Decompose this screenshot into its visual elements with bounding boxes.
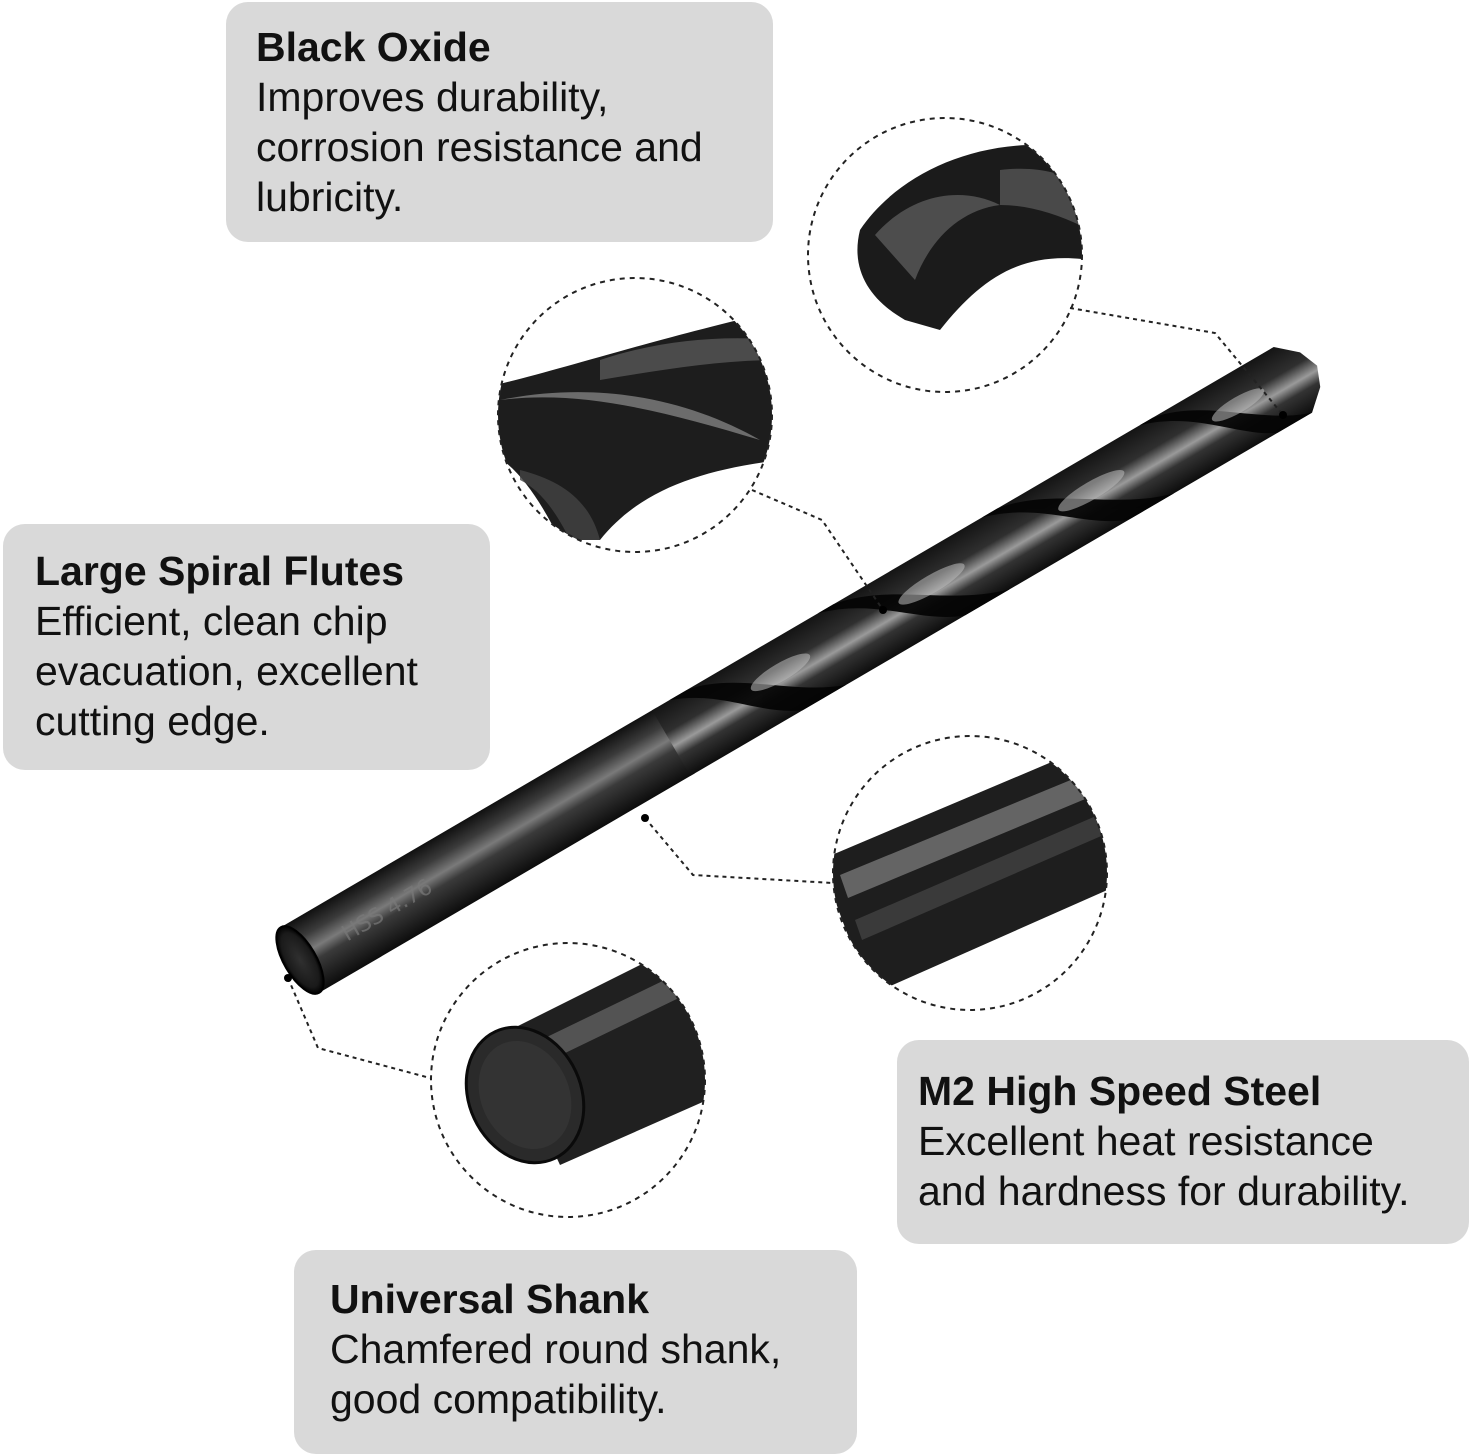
callout-spiral-flutes: Large Spiral Flutes Efficient, clean chi…: [3, 524, 490, 770]
callout-description: Chamfered round shank, good compatibilit…: [330, 1326, 782, 1422]
leader-lines: [287, 307, 1284, 1079]
leader-line-steel: [644, 817, 834, 884]
flute-highlights: [750, 388, 1265, 692]
callout-description: Efficient, clean chip evacuation, excell…: [35, 598, 418, 744]
callout-description: Improves durability, corrosion resistanc…: [256, 74, 703, 220]
leader-line-flutes: [751, 489, 884, 611]
callout-title: M2 High Speed Steel: [918, 1068, 1322, 1114]
callout-title: Black Oxide: [256, 24, 491, 70]
leader-dots: [284, 411, 1287, 982]
drill-shank: [280, 707, 695, 993]
zoom-circle-shank: [430, 942, 706, 1218]
callout-title: Universal Shank: [330, 1276, 650, 1322]
zoom-circle-steel: [832, 735, 1108, 1011]
callout-high-speed-steel: M2 High Speed Steel Excellent heat resis…: [897, 1040, 1469, 1244]
drill-flutes: [652, 346, 1321, 776]
callout-title: Large Spiral Flutes: [35, 548, 405, 594]
callout-description: Excellent heat resistance and hardness f…: [918, 1118, 1410, 1214]
leader-line-shank: [287, 977, 431, 1079]
drill-bit: HSS 4.76: [275, 346, 1321, 995]
callout-black-oxide: Black Oxide Improves durability, corrosi…: [226, 2, 773, 242]
leader-line-tip: [1069, 307, 1284, 416]
shank-end-face: [275, 925, 325, 995]
zoom-circle-flutes: [497, 277, 773, 553]
callout-universal-shank: Universal Shank Chamfered round shank, g…: [294, 1250, 857, 1454]
zoom-circle-tip: [807, 117, 1083, 393]
